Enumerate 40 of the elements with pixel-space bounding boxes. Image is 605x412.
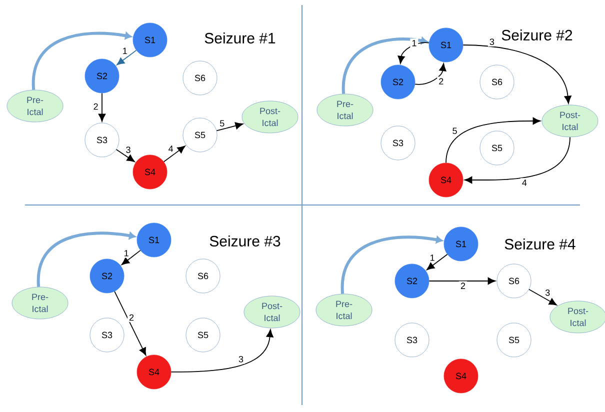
edge-label: 5: [218, 118, 226, 128]
arrow: [121, 250, 141, 266]
curved-arrow: [341, 236, 443, 294]
arrow: [426, 254, 448, 270]
arrow: [116, 149, 135, 162]
edge-label: 3: [488, 37, 496, 46]
edge-label: 3: [544, 288, 552, 298]
edge-label: 5: [450, 126, 459, 136]
edge-label: 2: [128, 312, 136, 322]
curved-arrow: [446, 117, 541, 164]
edge-label: 2: [437, 76, 446, 86]
curved-arrow: [414, 63, 446, 85]
arrow: [528, 288, 557, 306]
edge-label: 1: [410, 38, 418, 48]
edge-label: 3: [236, 354, 245, 364]
arrow: [428, 277, 496, 285]
edge-label: 4: [520, 178, 528, 188]
curved-arrow: [37, 232, 136, 287]
curved-arrow: [464, 136, 570, 184]
curved-arrow: [32, 32, 132, 90]
panel-title: Seizure #3: [210, 235, 280, 246]
edge-label: 2: [92, 102, 100, 112]
arrow: [98, 92, 106, 122]
curved-arrow: [398, 42, 430, 64]
curved-arrow: [342, 37, 428, 94]
curved-arrow: [170, 329, 274, 372]
edge-label: 1: [120, 46, 129, 56]
edge-label: 1: [428, 253, 436, 262]
arrow: [216, 122, 244, 132]
arrow: [114, 290, 146, 356]
edge-label: 2: [459, 281, 467, 290]
edge-label: 1: [122, 248, 130, 258]
edge-label: 3: [124, 145, 132, 154]
panel-title: Seizure #4: [504, 238, 576, 250]
arrow: [116, 50, 137, 66]
panel-title: Seizure #1: [204, 32, 276, 44]
panel-title: Seizure #2: [502, 29, 572, 40]
edge-label: 4: [166, 144, 175, 154]
arrow: [163, 146, 186, 162]
curved-arrow: [462, 44, 572, 104]
